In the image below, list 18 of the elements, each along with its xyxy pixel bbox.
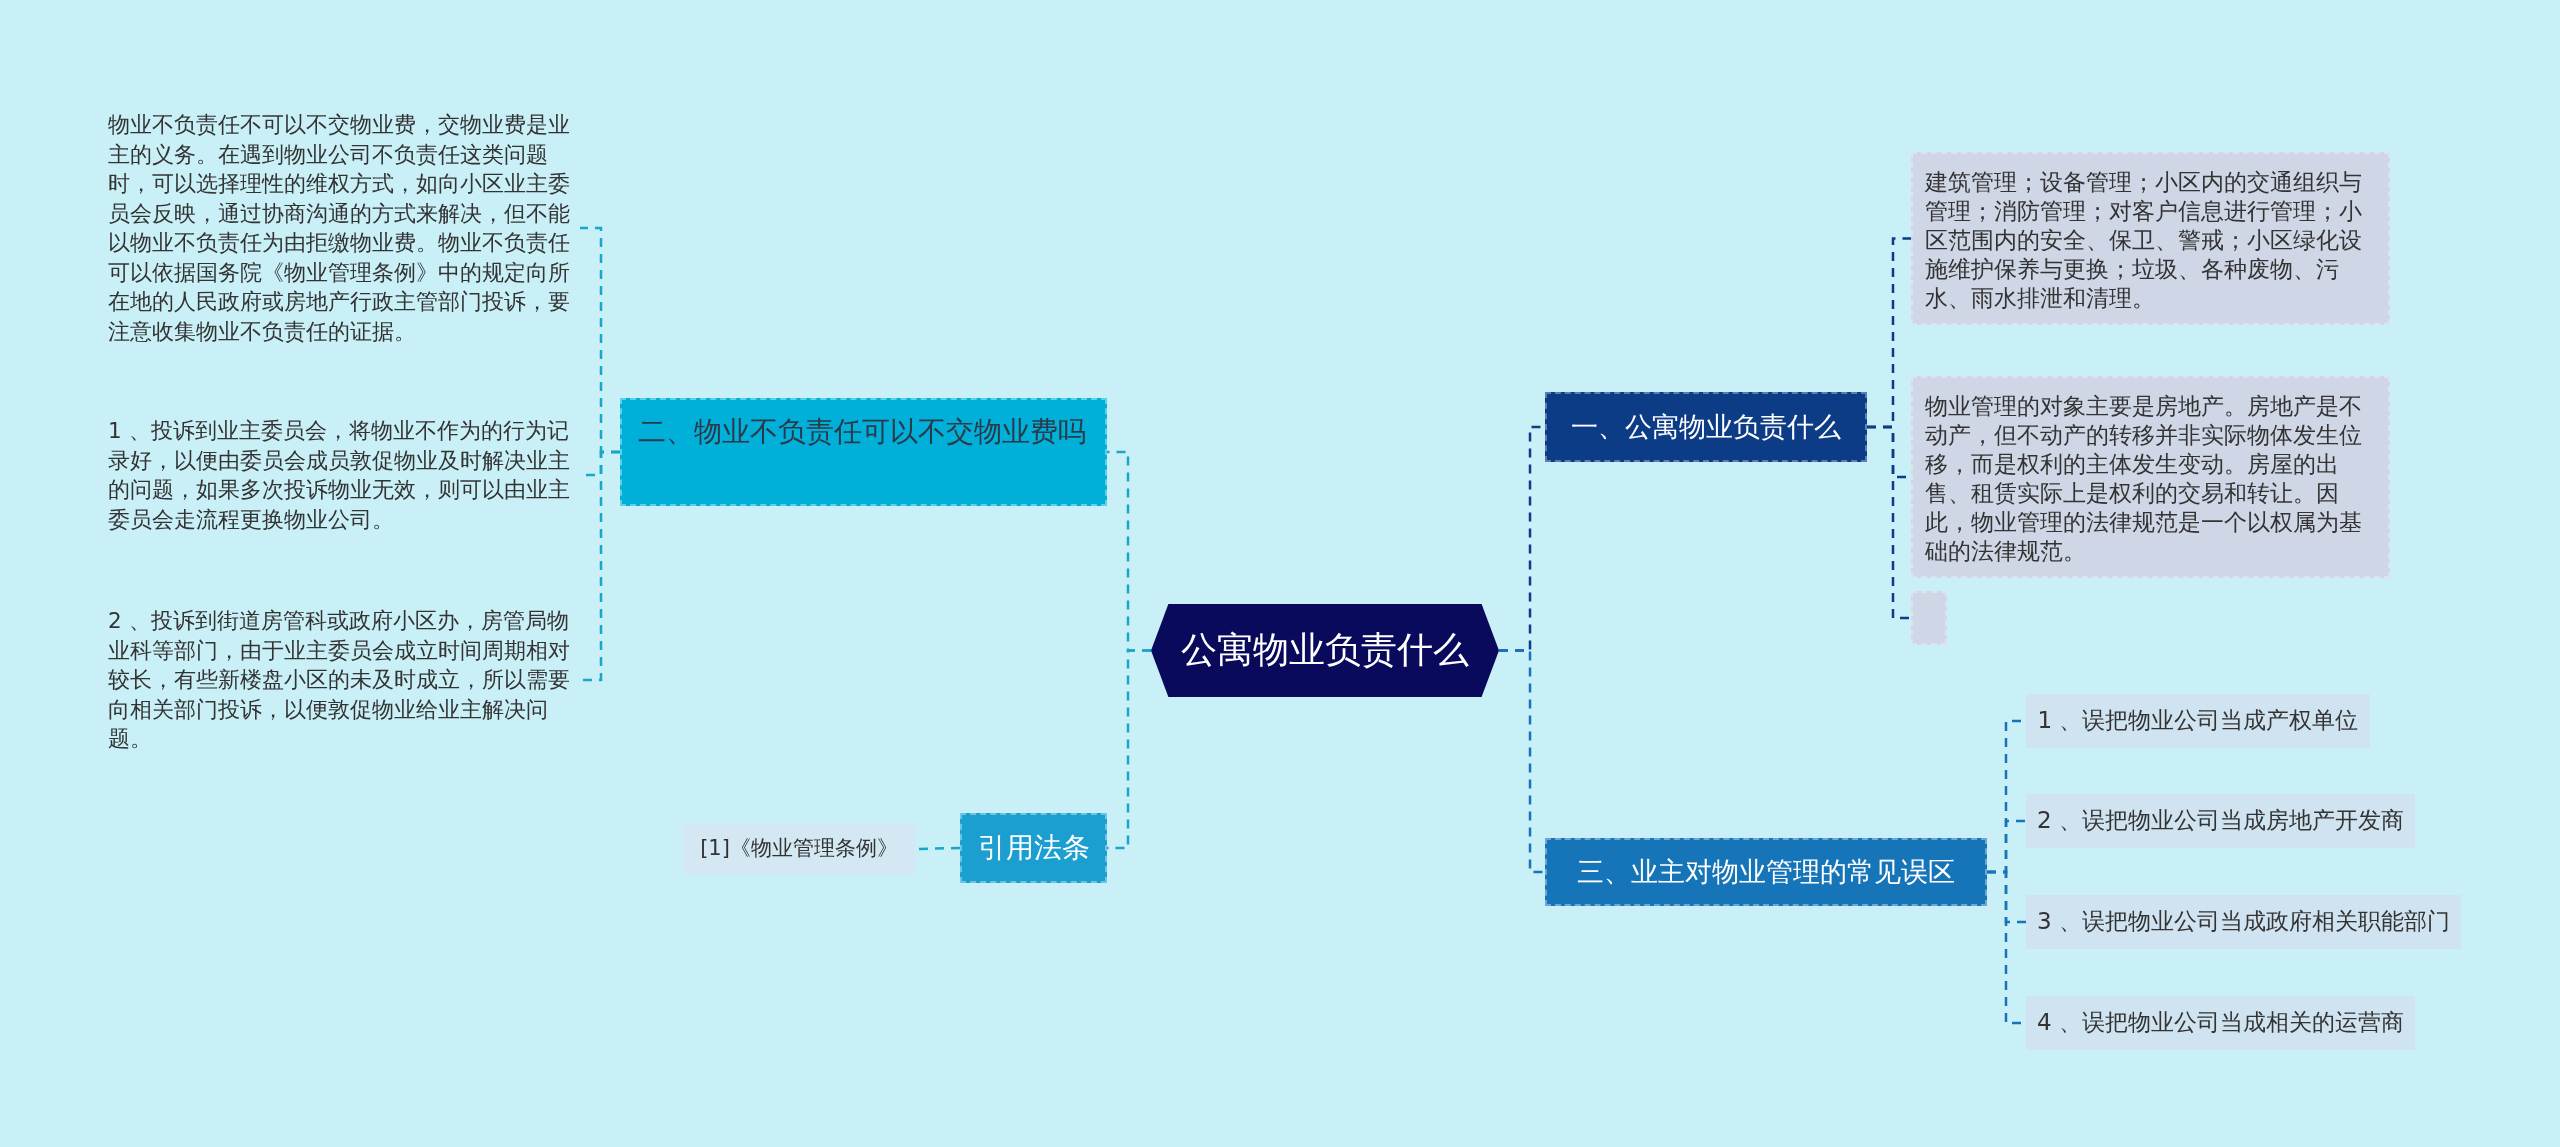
item-box: 4 、误把物业公司当成相关的运营商 <box>2026 996 2415 1050</box>
branch-box: 引用法条 <box>960 813 1107 883</box>
item-box: 1 、误把物业公司当成产权单位 <box>2026 694 2370 748</box>
connector-line <box>1499 649 1545 874</box>
item-box: 3 、误把物业公司当成政府相关职能部门 <box>2026 895 2461 949</box>
branch-box: 二、物业不负责任可以不交物业费吗 <box>620 398 1107 506</box>
connector-line <box>580 450 620 682</box>
text-box: 物业管理的对象主要是房地产。房地产是不动产，但不动产的转移并非实际物体发生位移，而是权利的主体发生变动。房屋的出售、租赁实际上是权利的交易和转让。因此，物业管理的法律规范是一个以权属为基础的法律规范。 <box>1911 376 2390 578</box>
branch-box: 三、业主对物业管理的常见误区 <box>1545 838 1987 906</box>
branch-box: 一、公寓物业负责什么 <box>1545 392 1867 462</box>
paragraph-text: 2 、投诉到街道房管科或政府小区办，房管局物业科等部门，由于业主委员会成立时间周期相对较长，有些新楼盘小区的未及时成立，所以需要向相关部门投诉，以便敦促物业给业主解决问题。 <box>100 602 580 758</box>
reference-box: [1]《物业管理条例》 <box>683 824 915 874</box>
item-box: 2 、误把物业公司当成房地产开发商 <box>2026 794 2415 848</box>
paragraph-text: 物业不负责任不可以不交物业费，交物业费是业主的义务。在遇到物业公司不负责任这类问题时，可以选择理性的维权方式，如向小区业主委员会反映，通过协商沟通的方式来解决，但不能以物业不负责任为由拒缴物业费。物业不负责任可以依据国务院《物业管理条例》中的规定向所在地的人民政府或房地产行政主管部门投诉，要注意收集物业不负责任的证据。 <box>100 106 580 350</box>
paragraph-text: 1 、投诉到业主委员会，将物业不作为的行为记录好，以便由委员会成员敦促物业及时解决业主的问题，如果多次投诉物业无效，则可以由业主委员会走流程更换物业公司。 <box>100 412 580 538</box>
empty-box <box>1911 591 1947 645</box>
text-box: 建筑管理；设备管理；小区内的交通组织与管理；消防管理；对客户信息进行管理；小区范围内的安全、保卫、警戒；小区绿化设施维护保养与更换；垃圾、各种废物、污水、雨水排泄和清理。 <box>1911 152 2390 325</box>
connector-line <box>1867 425 1911 620</box>
